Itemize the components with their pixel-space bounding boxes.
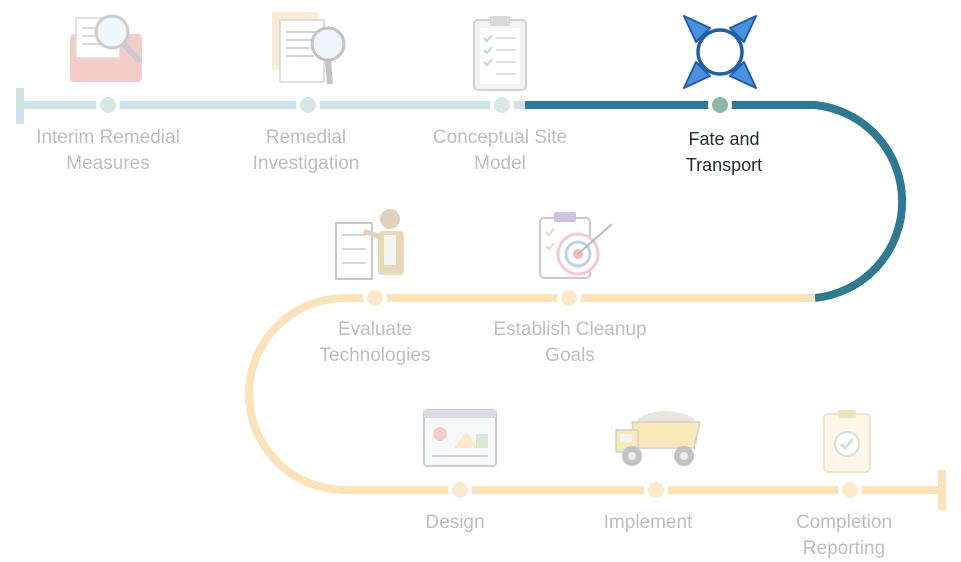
label-interim-line2: Measures — [66, 153, 150, 174]
clipboard-checklist-icon — [473, 16, 527, 91]
label-interim-line1: Interim Remedial — [36, 127, 180, 148]
label-evaluate-line2: Technologies — [319, 345, 431, 366]
node-fate-dot — [712, 97, 728, 113]
label-goals: Establish Cleanup Goals — [470, 317, 670, 369]
node-design-dot — [452, 482, 468, 498]
timeline-nodes — [96, 93, 862, 502]
label-fate: Fate and Transport — [624, 126, 824, 178]
label-csm-line1: Conceptual Site — [432, 127, 568, 148]
node-completion-dot — [842, 482, 858, 498]
node-csm-dot — [494, 97, 510, 113]
node-interim-dot — [100, 97, 116, 113]
label-evaluate-line1: Evaluate — [338, 319, 412, 340]
clipboard-check-icon — [823, 410, 871, 473]
label-goals-line1: Establish Cleanup — [493, 319, 647, 340]
label-csm-line2: Model — [474, 153, 526, 174]
presenter-icon — [335, 209, 404, 280]
label-interim: Interim Remedial Measures — [8, 125, 208, 177]
label-implement: Implement — [548, 510, 748, 536]
label-ri: Remedial Investigation — [206, 125, 406, 177]
label-completion-line1: Completion — [795, 512, 893, 533]
label-completion: Completion Reporting — [744, 510, 944, 562]
document-magnifier-icon — [272, 12, 346, 85]
node-goals-dot — [561, 290, 577, 306]
folder-magnifier-icon — [70, 14, 143, 82]
label-implement-line1: Implement — [603, 512, 693, 533]
label-design-line1: Design — [425, 512, 485, 533]
label-design: Design — [355, 510, 555, 536]
label-ri-line2: Investigation — [252, 153, 360, 174]
track-active-curve — [525, 101, 907, 302]
label-evaluate: Evaluate Technologies — [275, 317, 475, 369]
node-evaluate-dot — [367, 290, 383, 306]
node-implement-dot — [648, 482, 664, 498]
label-fate-line2: Transport — [685, 155, 763, 175]
label-completion-line2: Reporting — [802, 538, 886, 559]
label-goals-line2: Goals — [545, 345, 595, 366]
label-fate-line1: Fate and — [688, 129, 760, 149]
track-left-curve — [245, 294, 346, 494]
target-checklist-icon — [539, 212, 613, 279]
dump-truck-icon — [615, 411, 701, 466]
node-ri-dot — [300, 97, 316, 113]
label-ri-line1: Remedial — [265, 127, 347, 148]
expand-arrows-icon — [683, 15, 757, 89]
timeline-track — [16, 88, 946, 510]
label-csm: Conceptual Site Model — [400, 125, 600, 177]
design-window-icon — [423, 409, 497, 467]
